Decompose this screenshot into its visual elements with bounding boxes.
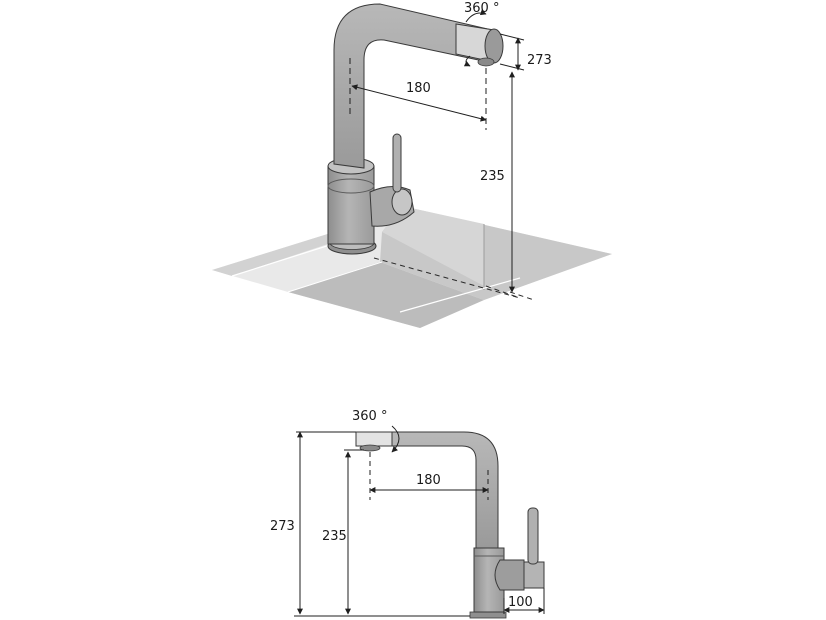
spout-height-label-3d: 235 bbox=[480, 169, 505, 184]
total-height-label-side: 273 bbox=[270, 519, 295, 534]
lever-offset-label-side: 100 bbox=[508, 595, 533, 610]
dimension-lines-side bbox=[294, 425, 545, 617]
dimension-lines-3d bbox=[349, 9, 525, 293]
rotation-label-3d: 360 ° bbox=[464, 1, 499, 16]
spout-height-label-side: 235 bbox=[322, 529, 347, 544]
reach-label-side: 180 bbox=[416, 473, 441, 488]
sink-surface bbox=[212, 206, 612, 328]
rotation-label-side: 360 ° bbox=[352, 409, 387, 424]
side-view: 360 ° 180 273 235 100 bbox=[270, 409, 545, 619]
faucet-3d bbox=[327, 3, 504, 255]
ground-reference-lines bbox=[373, 257, 535, 301]
reach-label-3d: 180 bbox=[406, 81, 431, 96]
perspective-view: 360 ° 180 273 235 bbox=[212, 1, 612, 328]
faucet-side bbox=[355, 431, 545, 619]
total-height-label-3d: 273 bbox=[527, 53, 552, 68]
